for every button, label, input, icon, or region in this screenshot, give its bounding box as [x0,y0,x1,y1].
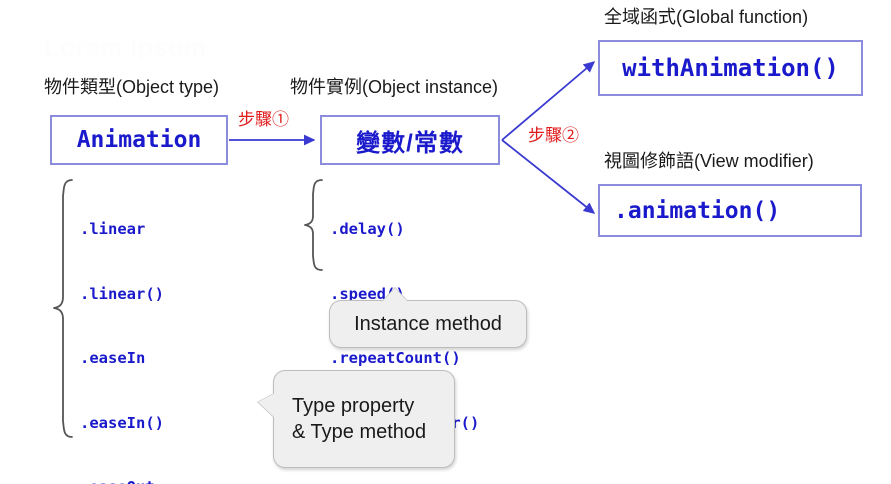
list-item: .easeOut [80,477,192,484]
list-item: .easeIn() [80,413,164,432]
box-with-animation[interactable]: withAnimation() [598,40,863,96]
caption-view-modifier: 視圖修飾語(View modifier) [604,151,814,171]
callout-type-property-line1: Type property [292,395,415,417]
caption-object-instance: 物件實例(Object instance) [290,77,499,97]
list-item: .easeIn [80,349,146,367]
ghost-title: Lorem Ipsum [44,34,207,62]
caption-global-function: 全域函式(Global function) [604,7,809,27]
curly-brace-icon [53,179,73,438]
list-item: .repeatCount() [330,349,461,367]
callout-tail-left-icon [258,393,275,418]
box-variable-constant[interactable]: 變數/常數 [320,115,500,165]
type-member-list: .linear .linear() .easeIn .easeIn() .eas… [80,176,192,484]
arrow-down-right-icon [501,139,596,214]
curly-brace-icon [304,179,323,271]
list-item: .linear() [80,284,164,303]
caption-object-type: 物件類型(Object type) [44,77,220,97]
step-2-label: 步驟② [528,126,579,145]
list-item: .linear [80,220,146,238]
box-animation-type[interactable]: Animation [50,115,228,165]
list-item: .delay() [330,220,405,238]
callout-type-property-line2: & Type method [292,421,427,443]
callout-instance-method-label: Instance method [354,313,502,335]
step-1-label: 步驟① [238,110,289,129]
callout-instance-method: Instance method [329,288,527,348]
callout-type-property: Type property & Type method [258,370,455,468]
box-animation-modifier[interactable]: .animation() [598,184,862,237]
callout-tail-up-icon [382,288,408,302]
